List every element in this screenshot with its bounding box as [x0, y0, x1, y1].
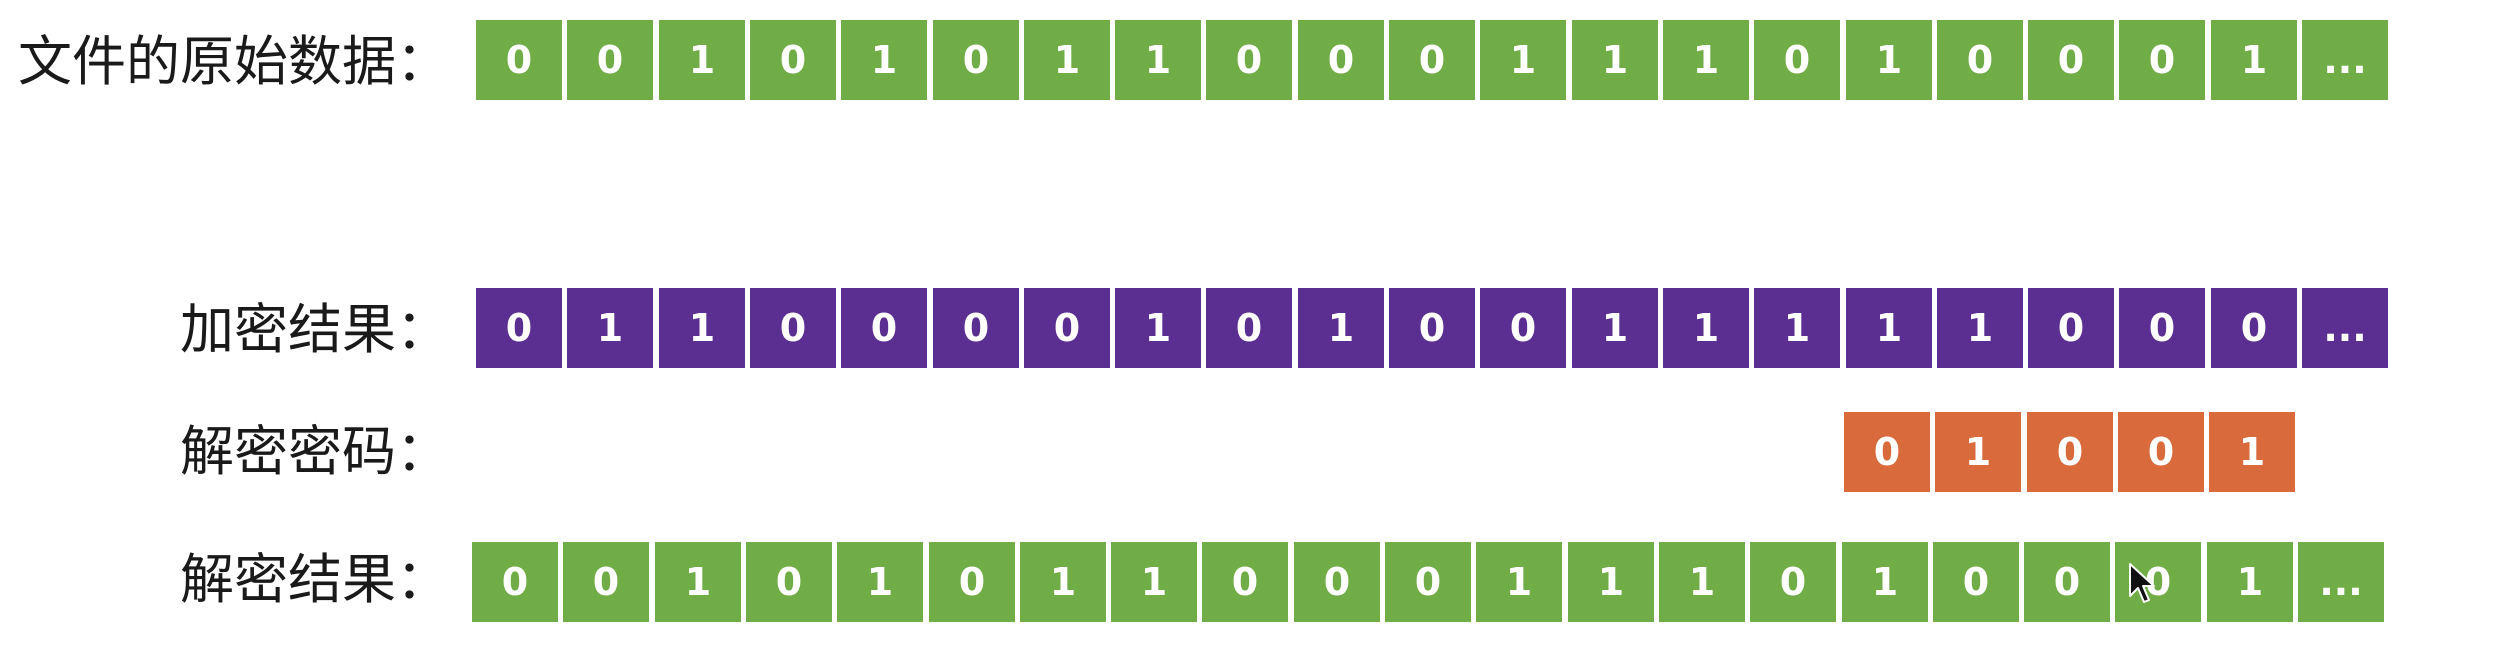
bit-cell: 1: [567, 288, 653, 368]
bit-cell: 1: [1115, 20, 1201, 100]
ellipsis-cell: ...: [2302, 20, 2388, 100]
bit-cell: 1: [1476, 542, 1562, 622]
bit-cell: 0: [1389, 288, 1475, 368]
label-decrypted-result: 解密结果：: [180, 548, 450, 611]
bit-cell: 0: [2119, 288, 2205, 368]
bit-cell: 0: [1024, 288, 1110, 368]
bit-cell: 1: [1020, 542, 1106, 622]
bit-cell: 1: [1663, 288, 1749, 368]
bit-cell: 1: [1663, 20, 1749, 100]
bit-cell: 0: [841, 288, 927, 368]
bit-cell: 0: [1202, 542, 1288, 622]
bit-cell: 0: [929, 542, 1015, 622]
bit-cell: 0: [933, 288, 1019, 368]
bit-cell: 1: [1754, 288, 1840, 368]
label-encrypted-result: 加密结果：: [180, 298, 450, 361]
label-original-data: 文件的原始数据：: [18, 30, 450, 93]
bit-cell: 1: [1937, 288, 2023, 368]
bit-cell: 1: [1935, 412, 2021, 492]
bit-cell: 0: [933, 20, 1019, 100]
bit-cell: 0: [567, 20, 653, 100]
bit-cell: 0: [2028, 20, 2114, 100]
bit-cell: 0: [2118, 412, 2204, 492]
bit-cell: 0: [563, 542, 649, 622]
mouse-pointer-icon: [2129, 563, 2155, 603]
bit-cell: 0: [1844, 412, 1930, 492]
bit-cell: 0: [750, 20, 836, 100]
bit-cell: 0: [2027, 412, 2113, 492]
bit-cell: 1: [1115, 288, 1201, 368]
bit-cell: 1: [1846, 288, 1932, 368]
bit-cell: 0: [1294, 542, 1380, 622]
bit-cell: 0: [1937, 20, 2023, 100]
bit-cell: 0: [2211, 288, 2297, 368]
bit-cell: 0: [476, 288, 562, 368]
bit-cell: 0: [1750, 542, 1836, 622]
bit-cell: 0: [2028, 288, 2114, 368]
bit-cell: 1: [1659, 542, 1745, 622]
bit-cell: 1: [837, 542, 923, 622]
bit-cell: 1: [2207, 542, 2293, 622]
bit-cell: 1: [1846, 20, 1932, 100]
bit-cell: 0: [2024, 542, 2110, 622]
bit-cell: 1: [1572, 288, 1658, 368]
bit-cell: 1: [2211, 20, 2297, 100]
bit-cell: 0: [1206, 20, 1292, 100]
bit-cell: 1: [1572, 20, 1658, 100]
bit-cell: 0: [472, 542, 558, 622]
bit-cell: 1: [659, 20, 745, 100]
bit-cell: 0: [1480, 288, 1566, 368]
bit-cell: 1: [1842, 542, 1928, 622]
bit-cell: 0: [1389, 20, 1475, 100]
bit-cell: 0: [1754, 20, 1840, 100]
ellipsis-cell: ...: [2298, 542, 2384, 622]
bit-cell: 0: [750, 288, 836, 368]
bit-cell: 1: [1024, 20, 1110, 100]
bit-cell: 1: [1568, 542, 1654, 622]
bit-cell: 1: [1298, 288, 1384, 368]
bit-cell: 1: [1480, 20, 1566, 100]
bit-cell: 0: [1298, 20, 1384, 100]
bit-cell: 0: [1385, 542, 1471, 622]
bit-cell: 0: [2119, 20, 2205, 100]
bit-cell: 0: [1206, 288, 1292, 368]
bit-cell: 0: [746, 542, 832, 622]
bit-cell: 1: [2209, 412, 2295, 492]
bit-cell: 0: [1933, 542, 2019, 622]
bit-cell: 1: [655, 542, 741, 622]
label-decryption-key: 解密密码：: [180, 420, 450, 483]
bit-cell: 1: [1111, 542, 1197, 622]
bit-cell: 1: [841, 20, 927, 100]
ellipsis-cell: ...: [2302, 288, 2388, 368]
bit-cell: 1: [659, 288, 745, 368]
bit-cell: 0: [476, 20, 562, 100]
